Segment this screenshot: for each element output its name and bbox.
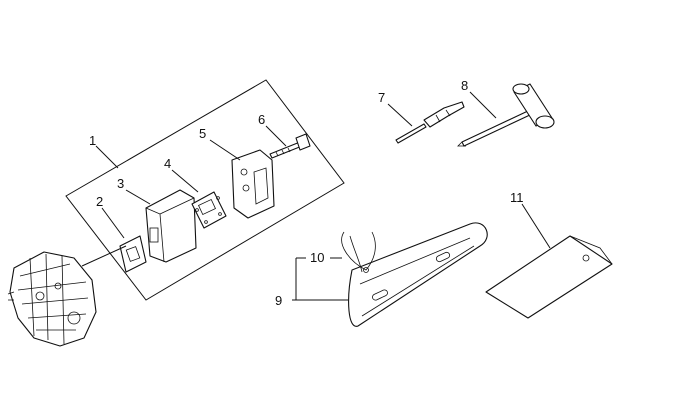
callout-8: 8: [461, 78, 468, 93]
part-3-muffler-body: [145, 189, 197, 263]
callout-7: 7: [378, 90, 385, 105]
callout-1: 1: [89, 133, 96, 148]
callout-5: 5: [199, 126, 206, 141]
part-8-plug-wrench: [457, 83, 555, 147]
callout-9: 9: [275, 293, 282, 308]
callout-6: 6: [258, 112, 265, 127]
callout-labels: 1 2 3 4 5 6 7 8 9 10 11: [89, 78, 524, 308]
callout-11: 11: [510, 190, 524, 205]
callout-10: 10: [310, 250, 324, 265]
part-9-guide-bar: [348, 222, 488, 327]
callout-3: 3: [117, 176, 124, 191]
assembly-frame: [65, 79, 345, 301]
part-2-gasket: [119, 235, 147, 273]
leader-lines: [81, 91, 551, 301]
part-5-muffler-cover: [231, 149, 275, 219]
part-4-baffle-plate: [191, 191, 227, 229]
part-10-chain: [341, 231, 376, 273]
engine-block: [7, 251, 97, 347]
part-6-bolt: [269, 133, 311, 159]
part-11-bar-cover: [485, 235, 613, 319]
callout-4: 4: [164, 156, 171, 171]
part-7-screwdriver: [395, 101, 465, 144]
callout-2: 2: [96, 194, 103, 209]
